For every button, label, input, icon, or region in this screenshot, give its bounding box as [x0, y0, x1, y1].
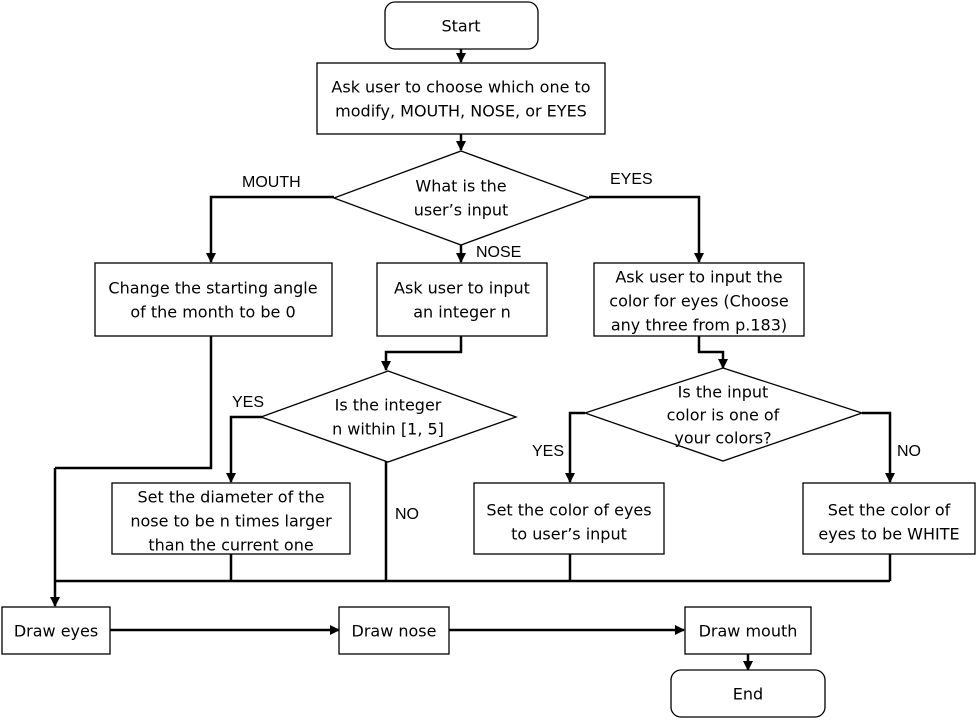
edge-change-angle-down — [55, 336, 213, 470]
decision-color-match-text-line: color is one of — [667, 406, 780, 425]
edge-integer-yes — [226, 415, 262, 483]
set-diameter-box: Set the diameter of the nose to be n time… — [111, 482, 351, 555]
edge-labels: MOUTH NOSE EYES YES NO YES NO — [232, 171, 921, 523]
label-color-yes: YES — [532, 443, 564, 460]
ask-color-box-text-line: any three from p.183) — [611, 316, 787, 335]
end-node-text-line: End — [733, 685, 763, 704]
set-diameter-box-text-line: than the current one — [148, 536, 313, 555]
end-node: End — [670, 669, 826, 718]
ask-color-box-text-line: Ask user to input the — [615, 268, 782, 287]
edge-mouth-branch — [206, 195, 334, 263]
draw-nose-box-text-line: Draw nose — [352, 622, 437, 641]
label-eyes: EYES — [610, 171, 653, 188]
draw-eyes-box: Draw eyes — [1, 606, 111, 655]
decision-integer-range-text-line: n within [1, 5] — [332, 420, 444, 439]
draw-nose-box: Draw nose — [338, 606, 450, 655]
label-integer-no: NO — [395, 506, 419, 523]
decision-color-match: Is the input color is one of your colors? — [582, 367, 865, 462]
label-mouth: MOUTH — [242, 174, 301, 191]
ask-integer-box: Ask user to input an integer n — [376, 262, 548, 337]
ask-color-box: Ask user to input the color for eyes (Cho… — [593, 262, 805, 337]
set-color-input-box-text-line: to user’s input — [511, 525, 627, 544]
draw-mouth-box-text-line: Draw mouth — [699, 622, 798, 641]
edge-color-to-decision — [697, 336, 728, 369]
start-node: Start — [384, 1, 539, 50]
edges — [50, 49, 895, 671]
decision-user-input-text-line: What is the — [415, 177, 506, 196]
ask-integer-box-text-line: an integer n — [413, 303, 511, 322]
decision-integer-range-text-line: Is the integer — [335, 396, 442, 415]
edge-integer-to-decision — [381, 336, 463, 371]
ask-choose-box-text-line: modify, MOUTH, NOSE, or EYES — [335, 102, 587, 121]
ask-choose-box: Ask user to choose which one to modify, M… — [316, 62, 606, 135]
ask-integer-box-text-line: Ask user to input — [394, 279, 530, 298]
draw-eyes-box-text-line: Draw eyes — [14, 622, 98, 641]
set-color-white-box-text-line: Set the color of — [828, 501, 951, 520]
label-integer-yes: YES — [232, 394, 264, 411]
decision-integer-range: Is the integer n within [1, 5] — [259, 370, 518, 463]
set-color-white-box-text-line: eyes to be WHITE — [818, 525, 959, 544]
draw-mouth-box: Draw mouth — [684, 606, 812, 655]
set-diameter-box-text-line: Set the diameter of the — [137, 488, 324, 507]
start-node-text-line: Start — [441, 17, 480, 36]
change-angle-box-text-line: of the month to be 0 — [130, 303, 295, 322]
decision-user-input-text-line: user’s input — [414, 201, 509, 220]
set-color-input-box-text-line: Set the color of eyes — [486, 501, 651, 520]
decision-color-match-text-line: your colors? — [674, 429, 771, 448]
set-diameter-box-text-line: nose to be n times larger — [130, 512, 332, 531]
edge-color-yes — [565, 411, 585, 483]
decision-user-input: What is the user’s input — [332, 150, 591, 246]
edge-eyes-branch — [589, 195, 704, 263]
change-angle-box: Change the starting angle of the month to… — [94, 262, 333, 337]
decision-color-match-text-line: Is the input — [678, 383, 769, 402]
change-angle-box-text-line: Change the starting angle — [108, 279, 317, 298]
set-color-white-box: Set the color of eyes to be WHITE — [802, 482, 976, 555]
label-color-no: NO — [897, 443, 921, 460]
ask-choose-box-text-line: Ask user to choose which one to — [331, 78, 590, 97]
label-nose: NOSE — [476, 244, 521, 261]
ask-color-box-text-line: color for eyes (Choose — [609, 292, 788, 311]
set-color-input-box: Set the color of eyes to user’s input — [473, 482, 665, 555]
edge-color-no — [862, 411, 895, 483]
